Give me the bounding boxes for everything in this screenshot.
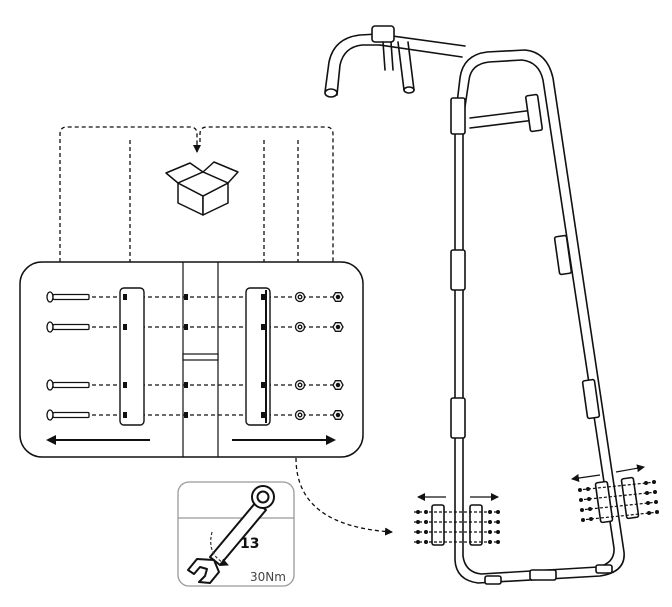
hardware-leader-lines: [59, 126, 334, 290]
wrench-size-label: 13: [240, 536, 259, 552]
torque-value-label: 30Nm: [250, 570, 286, 584]
detail-pointer-arrow: [295, 457, 393, 536]
frame-assembly: [324, 25, 640, 585]
joint-hardware-left: [414, 493, 500, 544]
connector-detail-panel: [19, 261, 364, 458]
combination-wrench-icon: [187, 485, 275, 584]
joint-hardware-right: [571, 464, 660, 522]
left-bracket-plate: [119, 287, 145, 426]
open-box-icon: [165, 161, 239, 216]
washer-icon: [294, 291, 306, 421]
right-bracket-plate: [245, 287, 271, 426]
nut-icon: [332, 292, 344, 420]
wrench-torque-box: 13 30Nm: [177, 481, 295, 587]
bolt-icon: [46, 291, 90, 421]
